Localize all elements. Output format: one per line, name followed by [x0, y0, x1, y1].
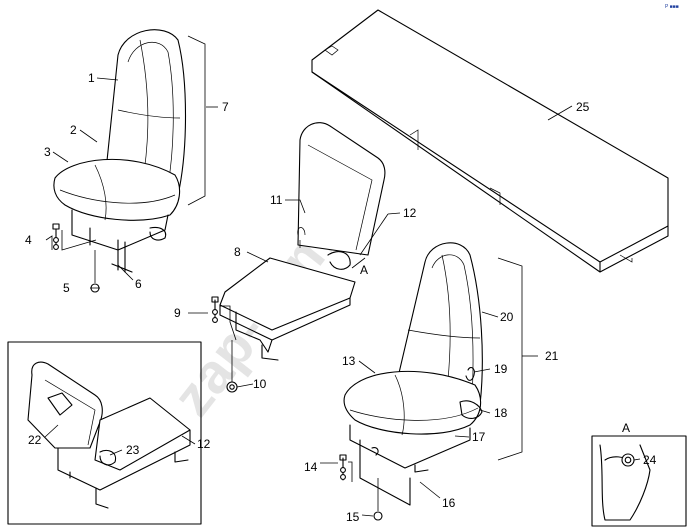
- suspension-seat-assembly: [343, 242, 483, 506]
- callout-3: 3: [44, 145, 51, 159]
- callout-5: 5: [63, 281, 70, 295]
- callout-18: 18: [494, 406, 508, 420]
- callout-2: 2: [70, 123, 77, 137]
- callout-1: 1: [88, 71, 95, 85]
- callout-12-inset: 12: [197, 437, 211, 451]
- callout-19: 19: [494, 362, 508, 376]
- callout-20: 20: [500, 310, 514, 324]
- detail-view-a: A: [591, 421, 687, 527]
- callout-11: 11: [270, 193, 283, 207]
- callout-22: 22: [28, 433, 42, 447]
- callout-6: 6: [135, 277, 142, 291]
- passenger-seat-assembly: [219, 122, 386, 361]
- callout-4: 4: [25, 233, 32, 247]
- callout-14: 14: [304, 460, 318, 474]
- fasteners-seat3: [339, 454, 383, 521]
- callout-9: 9: [174, 306, 181, 320]
- group-brackets: [187, 35, 523, 461]
- corner-mark: P ■■■: [665, 4, 679, 10]
- callout-13: 13: [342, 354, 356, 368]
- callout-23: 23: [126, 443, 140, 457]
- bunk-panel: [311, 9, 669, 273]
- view-marker-a: A: [360, 263, 368, 277]
- callout-24: 24: [643, 453, 657, 467]
- fasteners-seat1: [52, 223, 100, 293]
- leader-lines: [44, 77, 641, 517]
- callout-16: 16: [442, 496, 456, 510]
- callout-12-seat2: 12: [403, 206, 417, 220]
- callout-17: 17: [472, 430, 486, 444]
- driver-seat-assembly: [53, 29, 187, 273]
- detail-box-seat-variant: [7, 341, 202, 525]
- detail-a-title: A: [622, 421, 630, 435]
- callout-8: 8: [234, 245, 241, 259]
- callout-21: 21: [545, 349, 559, 363]
- callout-10: 10: [253, 377, 267, 391]
- callout-labels: 1 2 3 4 5 6 7 8 9 10 11 12 12 13 14 15 1…: [25, 71, 657, 524]
- callout-7: 7: [222, 100, 229, 114]
- callout-25: 25: [576, 100, 590, 114]
- callout-15: 15: [346, 510, 360, 524]
